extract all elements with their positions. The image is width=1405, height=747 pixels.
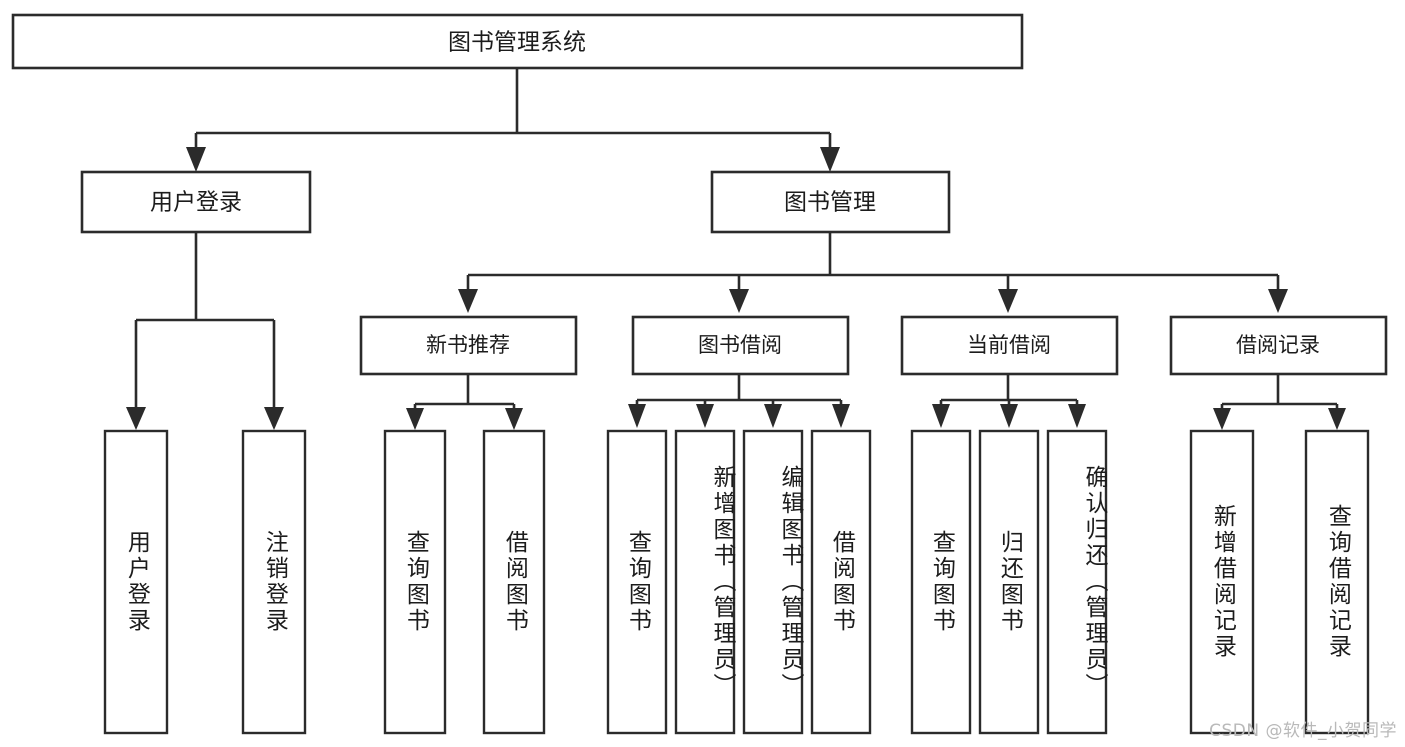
arrowhead-level3-2	[729, 289, 749, 313]
watermark-text: CSDN @软件_小贺同学	[1209, 721, 1397, 741]
arrowhead-currentborrow-leaf-1	[932, 404, 950, 428]
arrowheads-group	[126, 147, 1346, 430]
arrowhead-borrowrecord-leaf-2	[1328, 408, 1346, 430]
node-user-login[interactable]: 用户登录	[80, 170, 312, 234]
leaf-box-user-login-1[interactable]	[103, 429, 169, 735]
arrowhead-bookborrow-leaf-2	[696, 404, 714, 428]
leaf-boxes-group	[103, 429, 1370, 735]
node-new-book-recommend-box[interactable]	[359, 315, 578, 376]
arrowhead-borrowrecord-leaf-1	[1213, 408, 1231, 430]
node-new-book-recommend-label: 新书推荐	[426, 333, 510, 357]
leaf-box-book-borrow-2[interactable]	[674, 429, 736, 735]
node-book-borrow-label: 图书借阅	[698, 333, 782, 357]
leaf-box-new-book-1[interactable]	[383, 429, 447, 735]
arrowhead-user-login	[186, 147, 206, 172]
node-current-borrow-box[interactable]	[900, 315, 1119, 376]
node-current-borrow-label: 当前借阅	[967, 333, 1051, 357]
node-borrow-record-box[interactable]	[1169, 315, 1388, 376]
node-root[interactable]: 图书管理系统	[11, 13, 1024, 70]
arrowhead-level3-4	[1268, 289, 1288, 313]
node-root-box[interactable]	[11, 13, 1024, 70]
leaf-box-user-login-2[interactable]	[241, 429, 307, 735]
arrowhead-currentborrow-leaf-2	[1000, 404, 1018, 428]
node-borrow-record[interactable]: 借阅记录	[1169, 315, 1388, 376]
arrowhead-bookborrow-leaf-3	[764, 404, 782, 428]
node-book-mgmt-label: 图书管理	[784, 190, 876, 216]
leaf-box-current-borrow-1[interactable]	[910, 429, 972, 735]
leaf-box-book-borrow-1[interactable]	[606, 429, 668, 735]
node-borrow-record-label: 借阅记录	[1236, 333, 1320, 357]
arrowhead-bookborrow-leaf-1	[628, 404, 646, 428]
leaf-box-current-borrow-3[interactable]	[1046, 429, 1108, 735]
arrowhead-book-mgmt	[820, 147, 840, 172]
node-user-login-box[interactable]	[80, 170, 312, 234]
arrowhead-newbook-leaf-2	[505, 408, 523, 430]
node-book-borrow[interactable]: 图书借阅	[631, 315, 850, 376]
arrowhead-userlogin-leaf-1	[126, 407, 146, 430]
leaf-box-book-borrow-3[interactable]	[742, 429, 804, 735]
node-new-book-recommend[interactable]: 新书推荐	[359, 315, 578, 376]
node-root-label: 图书管理系统	[448, 30, 586, 56]
node-book-mgmt-box[interactable]	[710, 170, 951, 234]
arrowhead-userlogin-leaf-2	[264, 407, 284, 430]
arrowhead-level3-1	[458, 289, 478, 313]
node-book-borrow-box[interactable]	[631, 315, 850, 376]
arrowhead-currentborrow-leaf-3	[1068, 404, 1086, 428]
leaf-box-borrow-record-1[interactable]	[1189, 429, 1255, 735]
node-book-mgmt[interactable]: 图书管理	[710, 170, 951, 234]
arrowhead-bookborrow-leaf-4	[832, 404, 850, 428]
arrowhead-level3-3	[998, 289, 1018, 313]
leaf-box-new-book-2[interactable]	[482, 429, 546, 735]
node-user-login-label: 用户登录	[150, 190, 242, 216]
arrowhead-newbook-leaf-1	[406, 408, 424, 430]
leaf-box-borrow-record-2[interactable]	[1304, 429, 1370, 735]
leaf-box-book-borrow-4[interactable]	[810, 429, 872, 735]
node-current-borrow[interactable]: 当前借阅	[900, 315, 1119, 376]
leaf-box-current-borrow-2[interactable]	[978, 429, 1040, 735]
